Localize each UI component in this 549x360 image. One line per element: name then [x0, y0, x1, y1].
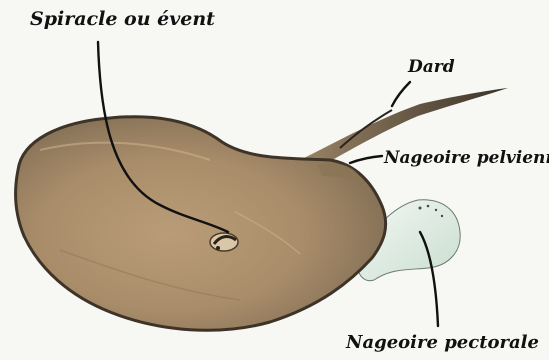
label-dard: Dard	[408, 59, 455, 76]
dard-leader-line	[392, 82, 410, 106]
label-pectoral-fin: Nageoire pectorale	[346, 334, 539, 352]
label-pelvic-fin: Nageoire pelvienne	[384, 150, 549, 167]
pelvic-leader-line	[350, 156, 382, 163]
label-spiracle: Spiracle ou évent	[30, 10, 215, 29]
